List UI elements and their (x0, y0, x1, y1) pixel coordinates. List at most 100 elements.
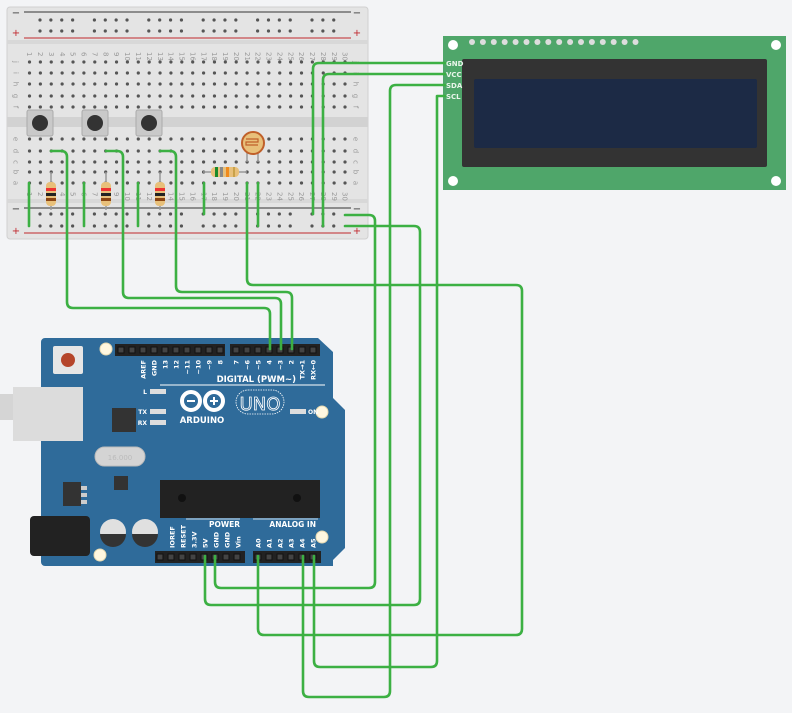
hole[interactable] (114, 170, 119, 174)
hole[interactable] (180, 71, 184, 75)
hole[interactable] (212, 181, 217, 185)
hole[interactable] (278, 71, 282, 75)
hole[interactable] (136, 105, 140, 109)
hole[interactable] (71, 105, 75, 109)
hole[interactable] (60, 71, 64, 75)
hole[interactable] (82, 60, 86, 64)
hole[interactable] (60, 94, 64, 98)
hole[interactable] (38, 160, 42, 164)
hole[interactable] (27, 137, 32, 141)
hole[interactable] (158, 60, 162, 64)
hole[interactable] (278, 181, 282, 185)
hole[interactable] (332, 181, 336, 185)
hole[interactable] (27, 82, 32, 86)
hole[interactable] (245, 94, 249, 98)
header-pin[interactable] (309, 346, 317, 354)
hole[interactable] (49, 94, 53, 98)
hole[interactable] (60, 181, 64, 185)
hole[interactable] (201, 137, 206, 141)
hole[interactable] (136, 170, 140, 174)
hole[interactable] (125, 60, 130, 64)
hole[interactable] (191, 170, 195, 174)
hole[interactable] (278, 170, 282, 174)
wire-button3-d2[interactable] (158, 149, 294, 351)
hole[interactable] (299, 105, 304, 109)
hole[interactable] (267, 149, 271, 153)
hole[interactable] (114, 181, 119, 185)
hole[interactable] (136, 160, 140, 164)
rail-hole[interactable] (168, 224, 173, 228)
hole[interactable] (234, 160, 238, 164)
hole[interactable] (299, 137, 304, 141)
hole[interactable] (234, 105, 238, 109)
hole[interactable] (223, 149, 227, 153)
hole[interactable] (201, 71, 206, 75)
rail-hole[interactable] (332, 212, 336, 216)
hole[interactable] (158, 94, 162, 98)
wire-lcd-gnd[interactable] (311, 61, 447, 216)
rail-hole[interactable] (147, 18, 151, 22)
hole[interactable] (136, 82, 140, 86)
hole[interactable] (332, 149, 336, 153)
rail-hole[interactable] (38, 224, 42, 228)
hole[interactable] (299, 181, 304, 185)
hole[interactable] (27, 105, 32, 109)
hole[interactable] (125, 137, 130, 141)
rail-hole[interactable] (92, 29, 96, 33)
hole[interactable] (332, 94, 336, 98)
hole[interactable] (212, 60, 217, 64)
hole[interactable] (93, 170, 97, 174)
rail-hole[interactable] (49, 212, 53, 216)
hole[interactable] (278, 137, 282, 141)
hole[interactable] (289, 170, 293, 174)
header-pin[interactable] (189, 553, 197, 561)
rail-hole[interactable] (158, 212, 162, 216)
hole[interactable] (191, 160, 195, 164)
hole[interactable] (147, 105, 151, 109)
hole[interactable] (223, 94, 227, 98)
rail-hole[interactable] (71, 212, 75, 216)
hole[interactable] (136, 60, 140, 64)
rail-hole[interactable] (310, 18, 314, 22)
hole[interactable] (234, 94, 238, 98)
rail-hole[interactable] (310, 29, 314, 33)
hole[interactable] (125, 160, 130, 164)
rail-hole[interactable] (114, 29, 118, 33)
rail-hole[interactable] (179, 224, 184, 228)
rail-hole[interactable] (92, 212, 96, 216)
header-pin[interactable] (167, 553, 175, 561)
header-pin[interactable] (161, 346, 169, 354)
hole[interactable] (289, 181, 293, 185)
hole[interactable] (82, 137, 86, 141)
rail-hole[interactable] (277, 29, 281, 33)
hole[interactable] (299, 94, 304, 98)
hole[interactable] (49, 60, 53, 64)
hole[interactable] (180, 160, 184, 164)
rail-hole[interactable] (256, 29, 260, 33)
hole[interactable] (343, 137, 347, 141)
hole[interactable] (93, 160, 97, 164)
header-pin[interactable] (150, 346, 158, 354)
hole[interactable] (223, 105, 227, 109)
hole[interactable] (223, 71, 227, 75)
rail-hole[interactable] (234, 212, 238, 216)
hole[interactable] (60, 60, 64, 64)
hole[interactable] (169, 82, 173, 86)
hole[interactable] (289, 160, 293, 164)
hole[interactable] (38, 170, 42, 174)
hole[interactable] (82, 82, 86, 86)
hole[interactable] (82, 160, 86, 164)
hole[interactable] (147, 181, 151, 185)
hole[interactable] (38, 105, 42, 109)
hole[interactable] (82, 105, 86, 109)
hole[interactable] (169, 160, 173, 164)
resistor-2[interactable] (101, 172, 111, 210)
resistor-4[interactable] (203, 167, 247, 177)
hole[interactable] (60, 137, 64, 141)
resistor-1[interactable] (46, 172, 56, 210)
resistor-3[interactable] (155, 172, 165, 210)
rail-hole[interactable] (60, 224, 64, 228)
rail-hole[interactable] (332, 29, 336, 33)
rail-hole[interactable] (266, 224, 271, 228)
rail-hole[interactable] (321, 18, 325, 22)
